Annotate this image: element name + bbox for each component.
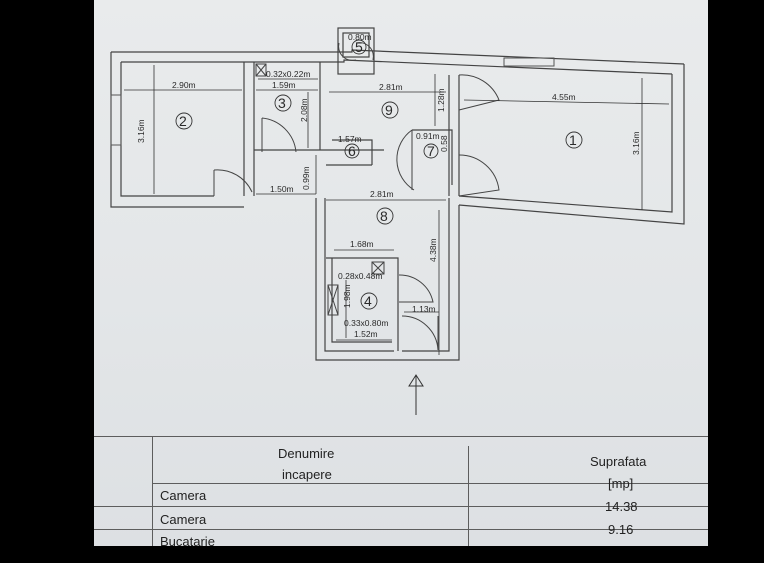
left-wall-outer: [110, 52, 244, 208]
dim-1-13: 1.13m: [412, 304, 436, 314]
table-border-top: [94, 436, 708, 437]
dim-1-68: 1.68m: [350, 239, 374, 249]
row-name-2: Camera: [160, 512, 207, 527]
dim-0-28x0-48: 0.28x0.48m: [338, 271, 382, 281]
top-wall-outer: [111, 49, 685, 65]
vent-x-3: [327, 284, 339, 316]
dim-1-52: 1.52m: [354, 329, 378, 339]
dim-1-28: 1.28m: [436, 88, 446, 112]
room7-box: [412, 129, 453, 185]
row-name-3: Bucatarie: [160, 534, 215, 546]
row-name-1: Camera: [160, 488, 207, 503]
room-number-7: 7: [427, 143, 435, 159]
dim-1-98: 1.98m: [342, 284, 352, 308]
dim-3-16-right: 3.16m: [631, 131, 641, 155]
dim-2-81-bottom: 2.81m: [370, 189, 394, 199]
area-table: Denumire incapere Suprafata [mp] Camera …: [94, 436, 708, 546]
dim-0-80: 0.80m: [348, 32, 372, 42]
table-row-border-3: [94, 529, 708, 530]
right-wall-inner: [458, 74, 673, 213]
table-row-border-1: [152, 483, 708, 484]
dim-0-58: 0.58: [439, 135, 449, 152]
header-area-line2: [mp]: [608, 476, 634, 491]
header-name-line2: incapere: [282, 467, 332, 482]
table-col-border-1: [152, 436, 153, 546]
table-row-border-2: [94, 506, 708, 507]
room4-box: [326, 257, 399, 351]
room5-inner: [342, 32, 370, 58]
window-top: [503, 57, 555, 67]
left-wall-inner: [120, 62, 214, 197]
door-room4: [398, 274, 434, 303]
dim-1-57: 1.57m: [338, 134, 362, 144]
dim-3-16-left: 3.16m: [136, 119, 146, 143]
door-room1: [458, 154, 500, 197]
door-room7: [396, 129, 415, 191]
room-number-6: 6: [348, 143, 356, 159]
door-room2: [213, 169, 253, 196]
room-number-4: 4: [364, 293, 372, 309]
vent-x-2: [371, 261, 385, 275]
window-left: [110, 94, 122, 146]
room6-box: [326, 139, 373, 166]
corridor-wall-inner: [324, 198, 450, 352]
door-room5: [338, 42, 374, 61]
room-number-9: 9: [385, 102, 393, 118]
room-number-8: 8: [380, 208, 388, 224]
dim-2-81-top: 2.81m: [379, 82, 403, 92]
dim-0-33x0-80: 0.33x0.80m: [344, 318, 388, 328]
dim-0-32x0-22: 0.32x0.22m: [266, 69, 310, 79]
room-number-1: 1: [569, 132, 577, 148]
corridor-wall-outer: [315, 198, 460, 361]
dim-0-99: 0.99m: [301, 166, 311, 190]
header-name-line1: Denumire: [278, 446, 335, 461]
vent-x-1: [255, 63, 267, 77]
door-room3: [261, 117, 297, 153]
header-area-line1: Suprafata: [590, 454, 647, 469]
room-number-2: 2: [179, 113, 187, 129]
entrance-arrow-icon: [408, 374, 424, 415]
room-number-5: 5: [355, 39, 363, 55]
room-number-3: 3: [278, 95, 286, 111]
dim-2-90: 2.90m: [172, 80, 196, 90]
row-area-2: 9.16: [608, 522, 634, 537]
door-room1-top: [458, 74, 500, 111]
dim-4-38: 4.38m: [428, 238, 438, 262]
table-col-border-2: [468, 446, 469, 546]
room5-box: [337, 27, 375, 75]
dim-0-91: 0.91m: [416, 131, 440, 141]
dim-1-59: 1.59m: [272, 80, 296, 90]
floor-plan-drawing: 2.90m 2.81m 4.55m 1.59m 0.32x0.22m 2.08m…: [110, 27, 685, 415]
right-wall-outer: [458, 64, 685, 225]
dim-4-55: 4.55m: [552, 92, 576, 102]
dim-2-08: 2.08m: [299, 98, 309, 122]
floor-plan-sheet: 2.90m 2.81m 4.55m 1.59m 0.32x0.22m 2.08m…: [94, 0, 708, 546]
dim-1-50: 1.50m: [270, 184, 294, 194]
row-area-1: 14.38: [605, 499, 638, 514]
door-entry: [401, 315, 439, 351]
top-wall-inner: [121, 59, 673, 75]
room4-inner: [331, 258, 392, 343]
